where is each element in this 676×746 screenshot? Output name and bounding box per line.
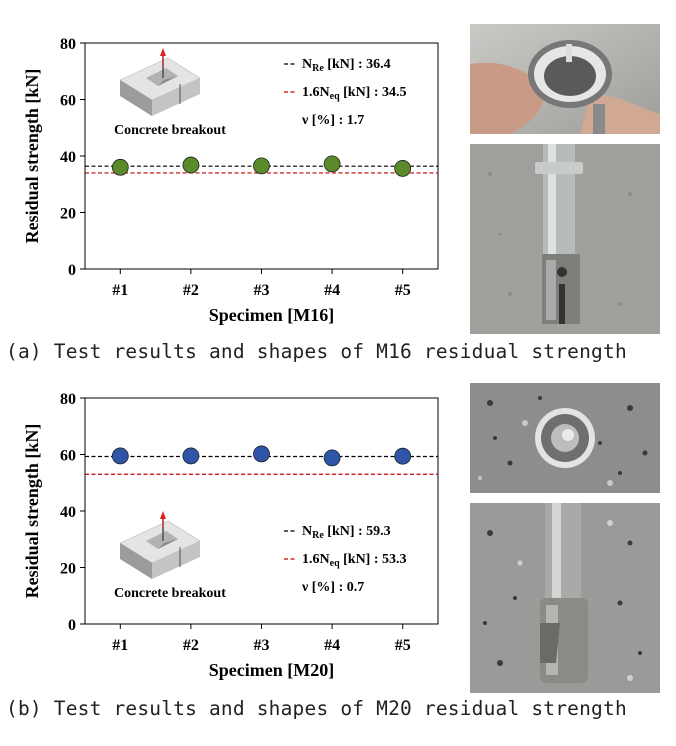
y-tick-label: 60 (60, 448, 76, 465)
x-axis-label: Specimen [M20] (209, 660, 334, 680)
x-tick-label: #4 (324, 637, 340, 654)
x-tick-label: #1 (112, 637, 128, 654)
x-axis-label: Specimen [M16] (209, 305, 334, 325)
data-point (182, 156, 200, 174)
y-tick-label: 80 (60, 391, 76, 408)
y-tick-label: 0 (68, 617, 76, 634)
inset-label: Concrete breakout (114, 586, 226, 601)
y-tick-label: 20 (60, 561, 76, 578)
legend-entry: NRe [kN] : 59.3 (302, 524, 391, 541)
x-tick-label: #5 (395, 282, 411, 299)
x-tick-label: #1 (112, 282, 128, 299)
chart-m16: 0 20 40 60 80 #1 #2 #3 #4 #5 Residual strength [kN… (22, 36, 439, 325)
y-axis-label: Residual strength [kN] (22, 69, 42, 244)
legend-entry: ν [%] : 1.7 (301, 113, 364, 128)
legend-entry: ν [%] : 0.7 (301, 580, 364, 595)
x-tick-label: #2 (183, 637, 199, 654)
y-tick-label: 0 (68, 262, 76, 279)
x-tick-label: #4 (324, 282, 340, 299)
legend-entry: NRe [kN] : 36.4 (302, 57, 391, 74)
photo-m20-anchor (470, 503, 660, 693)
y-tick-label: 20 (60, 206, 76, 223)
concrete-breakout-icon: Concrete breakout (114, 511, 226, 601)
legend-entry: 1.6Neq [kN] : 53.3 (302, 552, 407, 569)
x-tick-label: #2 (183, 282, 199, 299)
x-tick-label: #3 (254, 637, 270, 654)
data-point (253, 157, 270, 175)
caption-b: (b) Test results and shapes of M20 resid… (6, 697, 627, 720)
data-point (111, 447, 129, 465)
data-point (323, 449, 341, 467)
y-tick-label: 80 (60, 36, 76, 53)
data-point (111, 158, 129, 176)
data-point (253, 445, 270, 463)
data-point (182, 447, 200, 465)
data-point (323, 155, 341, 173)
photo-m20-top (470, 383, 660, 493)
chart-m20: 0 20 40 60 80 #1 #2 #3 #4 #5 Residual strength [kN… (22, 391, 439, 680)
x-tick-label: #3 (254, 282, 270, 299)
y-axis-label: Residual strength [kN] (22, 424, 42, 599)
legend: NRe [kN] : 59.3 1.6Neq [kN] : 53.3 ν [%] :… (284, 524, 407, 595)
data-point (394, 160, 412, 177)
photo-m16-anchor (470, 144, 660, 334)
photo-m16-top (470, 24, 660, 134)
caption-a: (a) Test results and shapes of M16 resid… (6, 340, 627, 363)
y-tick-label: 40 (60, 504, 76, 521)
inset-label: Concrete breakout (114, 123, 226, 138)
y-tick-label: 40 (60, 149, 76, 166)
concrete-breakout-icon: Concrete breakout (114, 48, 226, 138)
legend: NRe [kN] : 36.4 1.6Neq [kN] : 34.5 ν [%] :… (284, 57, 407, 128)
y-tick-label: 60 (60, 93, 76, 110)
legend-entry: 1.6Neq [kN] : 34.5 (302, 85, 407, 102)
data-point (394, 447, 412, 465)
x-tick-label: #5 (395, 637, 411, 654)
